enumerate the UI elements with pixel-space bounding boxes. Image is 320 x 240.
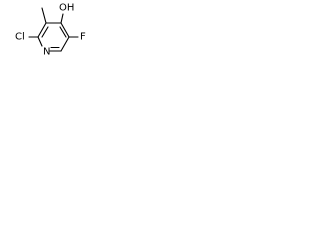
nitrogen-label: N xyxy=(43,47,50,58)
hydroxyl-label: OH xyxy=(59,3,74,14)
bond-c4-c5 xyxy=(60,22,70,38)
double-bond-c4-c5-inner xyxy=(59,26,67,38)
bond-c5-c6 xyxy=(60,36,70,52)
fluorine-label: F xyxy=(80,32,86,43)
bond-c4-oh xyxy=(60,13,64,24)
bond-n1-c2 xyxy=(37,36,43,47)
bond-c2-c3 xyxy=(37,22,47,38)
double-bond-c2-c3-inner xyxy=(41,26,49,38)
chlorine-label: Cl xyxy=(15,32,25,43)
molecule-structure: Cl N F OH xyxy=(15,3,86,58)
bond-c3-methyl xyxy=(41,7,47,24)
